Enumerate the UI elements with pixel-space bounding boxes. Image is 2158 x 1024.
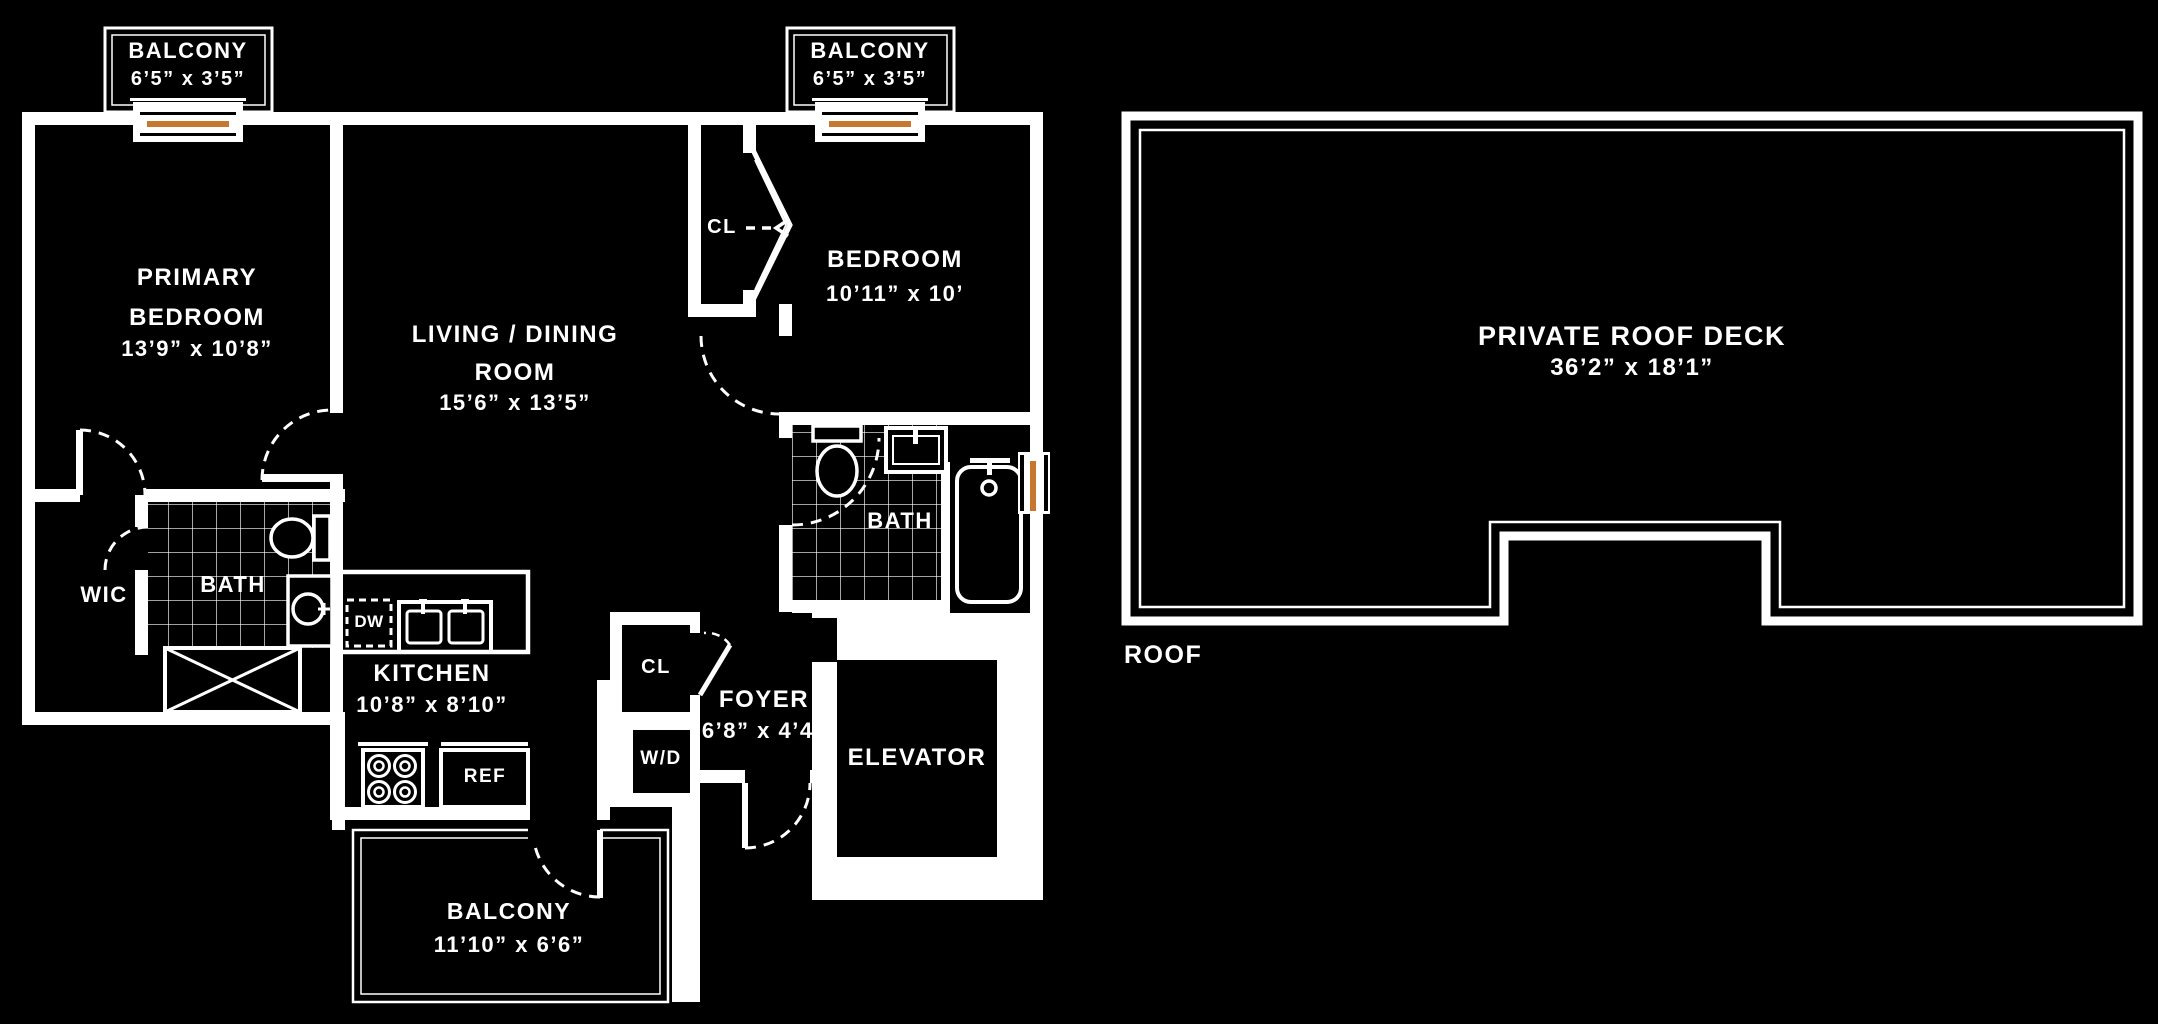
primary-bath-label: BATH: [200, 572, 266, 597]
roof-area-label: ROOF: [1124, 641, 1203, 669]
toilet-icon: [269, 514, 332, 562]
washer-dryer-label: W/D: [640, 748, 682, 769]
kitchen-sink-icon: [397, 599, 493, 654]
balcony-top-right-label: BALCONY: [810, 38, 930, 63]
round-sink-icon: [286, 574, 334, 648]
wic-label: WIC: [80, 582, 128, 607]
primary-bedroom-label: PRIMARY BEDROOM: [129, 264, 265, 331]
balcony-top-left-label: BALCONY: [128, 38, 248, 63]
dishwasher-icon: [345, 598, 393, 648]
bedroom-closet-label: CL: [707, 216, 737, 238]
door-leaves: [76, 430, 748, 848]
hall-bath-label: BATH: [867, 508, 933, 533]
bedroom-dims: 10’11” x 10’: [826, 281, 964, 306]
stove-icon: [358, 742, 428, 809]
balcony-top-right-dims: 6’5” x 3’5”: [812, 68, 928, 90]
toilet-icon: [811, 424, 863, 498]
door-swing-arcs: [79, 335, 881, 899]
balcony-lower-dims: 11’10” x 6’6”: [433, 932, 585, 957]
foyer-closet-door: [697, 631, 733, 697]
primary-bedroom-dims: 13’9” x 10’8”: [121, 336, 273, 361]
primary-bath-door-arc: [103, 525, 149, 571]
shaft-x-icon: [163, 646, 302, 714]
bathtub-icon: [950, 425, 1030, 613]
balcony-top-left-dims: 6’5” x 3’5”: [130, 68, 246, 90]
roof-deck-label: PRIVATE ROOF DECK: [1477, 321, 1787, 351]
foyer-closet-label: CL: [641, 656, 671, 678]
kitchen-label: KITCHEN: [373, 660, 491, 687]
primary-bedroom-door-arc: [260, 408, 333, 481]
kitchen-counter: [337, 569, 531, 655]
refrigerator-icon: [439, 742, 530, 809]
sliding-door-icon: [130, 98, 246, 142]
balcony-lower-outline: [351, 827, 670, 1004]
living-dining-dims: 15’6” x 13’5”: [439, 390, 591, 415]
sliding-door-icon: [812, 98, 928, 142]
window-icon: [1018, 452, 1050, 514]
balcony-lower-label: BALCONY: [446, 898, 572, 924]
wall-openings: [622, 618, 997, 857]
dishwasher-label: DW: [354, 612, 384, 631]
vanity-sink-icon: [884, 426, 948, 474]
hall-bath-door-arc: [791, 437, 881, 527]
refrigerator-label: REF: [463, 766, 507, 787]
bifold-door-icon: [750, 148, 793, 302]
foyer-dims: 6’8” x 4’4”: [701, 718, 827, 743]
roof-deck-dims: 36’2” x 18’1”: [1550, 354, 1714, 381]
living-dining-label: LIVING / DINING ROOM: [411, 321, 619, 386]
roof-deck-outline: [1121, 111, 2143, 626]
foyer-label: FOYER: [718, 686, 810, 713]
closet-arrow-icon: [746, 218, 789, 238]
kitchen-dims: 10’8” x 8’10”: [356, 692, 508, 717]
wic-door-arc: [79, 428, 147, 496]
entry-door-arc: [744, 782, 812, 850]
elevator-label: ELEVATOR: [847, 744, 987, 771]
bedroom-door-arc: [699, 335, 780, 416]
bedroom-label: BEDROOM: [827, 246, 963, 273]
